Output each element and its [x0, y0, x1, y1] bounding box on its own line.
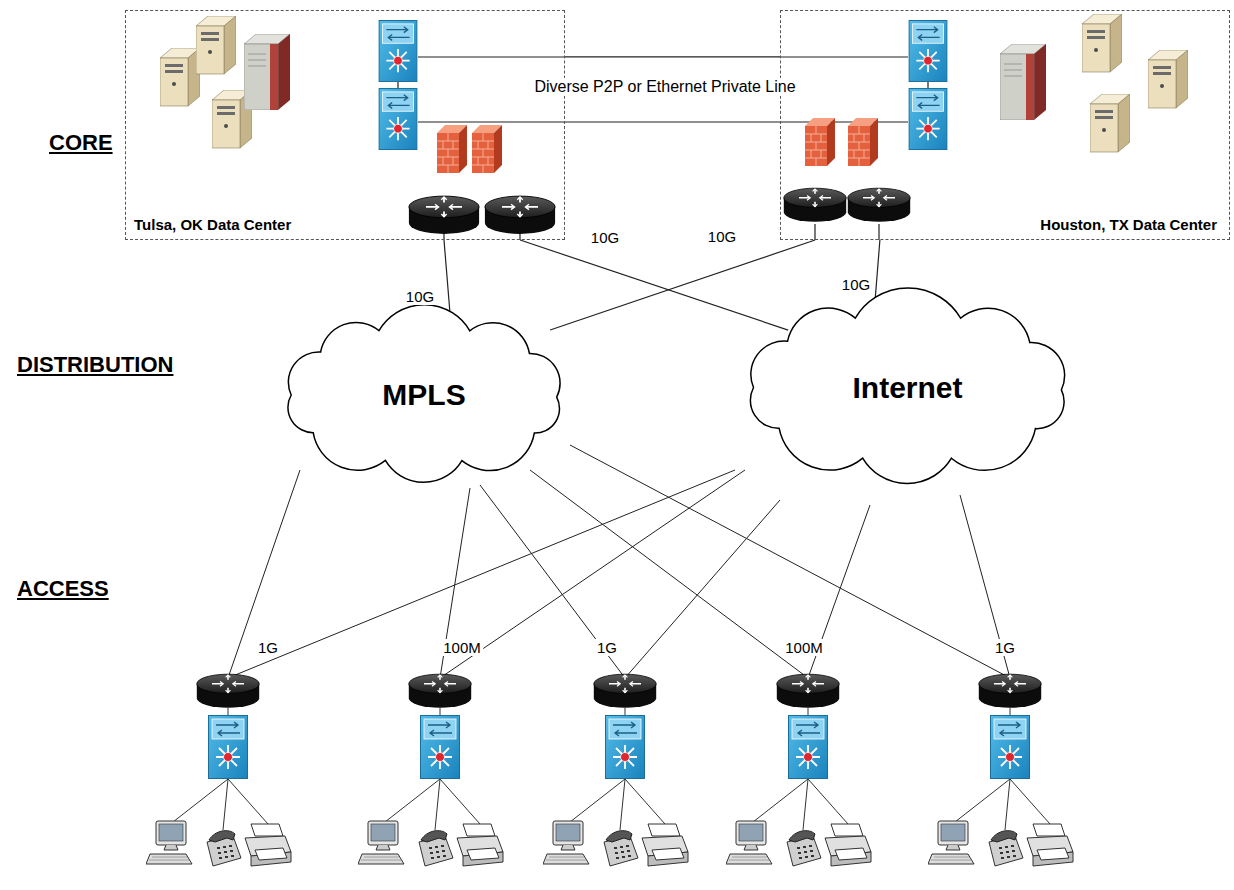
tulsa-equipment: [244, 34, 290, 110]
access-sites: [358, 674, 503, 866]
link-label: 10G: [589, 229, 621, 246]
network-link: [565, 56, 780, 57]
houston-equipment: [1000, 44, 1046, 120]
bandwidth-label: 1G: [256, 639, 280, 657]
cloud-outline: [750, 288, 1064, 484]
bandwidth-label: 1G: [993, 639, 1017, 656]
tulsa-equipment: [379, 88, 417, 149]
bandwidth-label: 1G: [256, 639, 280, 656]
houston-equipment: [1090, 94, 1130, 152]
link-label-box: 10G: [404, 288, 436, 306]
network-link: [875, 240, 880, 299]
link-label-box: 10G: [706, 228, 738, 246]
tulsa-equipment: [472, 125, 502, 173]
link-label: 10G: [706, 228, 738, 245]
network-link: [520, 240, 788, 330]
access-links: [570, 445, 1010, 678]
access-links: [530, 470, 870, 678]
link-label-box: 10G: [840, 276, 872, 294]
tier-label: ACCESS: [15, 576, 111, 602]
access-sites: [146, 674, 1073, 866]
houston-equipment: [848, 188, 910, 222]
access-links: [440, 470, 745, 678]
cloud-outline: [715, 285, 1100, 490]
houston-equipment: [780, 57, 928, 240]
site-label: Tulsa, OK Data Center: [134, 216, 291, 233]
data-center-box: Tulsa, OK Data Center: [125, 10, 565, 240]
tier-label: DISTRIBUTION: [15, 352, 175, 378]
network-cloud: MPLS: [258, 300, 590, 490]
tulsa-equipment: [160, 48, 200, 106]
cloud-label: MPLS: [382, 378, 465, 412]
bandwidth-label: 100M: [783, 639, 825, 657]
network-link: [565, 121, 780, 122]
access-sites: [146, 674, 291, 866]
bandwidth-label: 1G: [595, 639, 619, 656]
access-links: [228, 470, 735, 678]
bandwidth-label: 1G: [595, 639, 619, 657]
access-sites: [928, 674, 1073, 866]
tulsa-equipment: [485, 196, 555, 234]
link-label-box: 10G: [589, 229, 621, 247]
access-sites: [726, 674, 871, 866]
access-links: [480, 485, 780, 678]
tulsa-equipment: [409, 196, 479, 234]
houston-equipment: [909, 88, 947, 149]
link-label: 10G: [840, 276, 872, 293]
bandwidth-label: 100M: [783, 639, 825, 656]
cloud-label: Internet: [852, 371, 962, 405]
houston-equipment: [805, 118, 835, 166]
houston-equipment: [1082, 14, 1122, 72]
cloud-outline: [288, 305, 560, 483]
site-label: Houston, TX Data Center: [1040, 216, 1217, 233]
tulsa-equipment: [196, 16, 236, 74]
network-link: [550, 240, 815, 330]
network-link: [444, 240, 450, 312]
tulsa-equipment: [437, 125, 467, 173]
bandwidth-label: 100M: [441, 639, 483, 656]
houston-equipment: [1148, 50, 1188, 108]
cloud-outline: [258, 300, 590, 490]
data-center-box: Houston, TX Data Center: [780, 10, 1230, 240]
tier-label: CORE: [47, 130, 115, 156]
houston-equipment: [780, 14, 1188, 240]
link-label-box: Diverse P2P or Ethernet Private Line: [532, 78, 797, 96]
link-label: Diverse P2P or Ethernet Private Line: [532, 78, 797, 96]
bandwidth-label: 100M: [441, 639, 483, 657]
access-sites: [543, 674, 688, 866]
link-label: 10G: [404, 288, 436, 305]
tulsa-equipment: [398, 57, 565, 240]
network-cloud: Internet: [715, 285, 1100, 490]
tulsa-equipment: [160, 16, 565, 240]
houston-equipment: [784, 188, 846, 222]
tulsa-equipment: [379, 20, 417, 81]
houston-equipment: [909, 20, 947, 81]
tier-label: DISTRIBUTION: [15, 352, 175, 378]
tier-label: CORE: [47, 130, 115, 156]
tier-label: ACCESS: [15, 576, 111, 602]
access-links: [228, 445, 1010, 678]
houston-equipment: [848, 118, 878, 166]
bandwidth-label: 1G: [993, 639, 1017, 657]
